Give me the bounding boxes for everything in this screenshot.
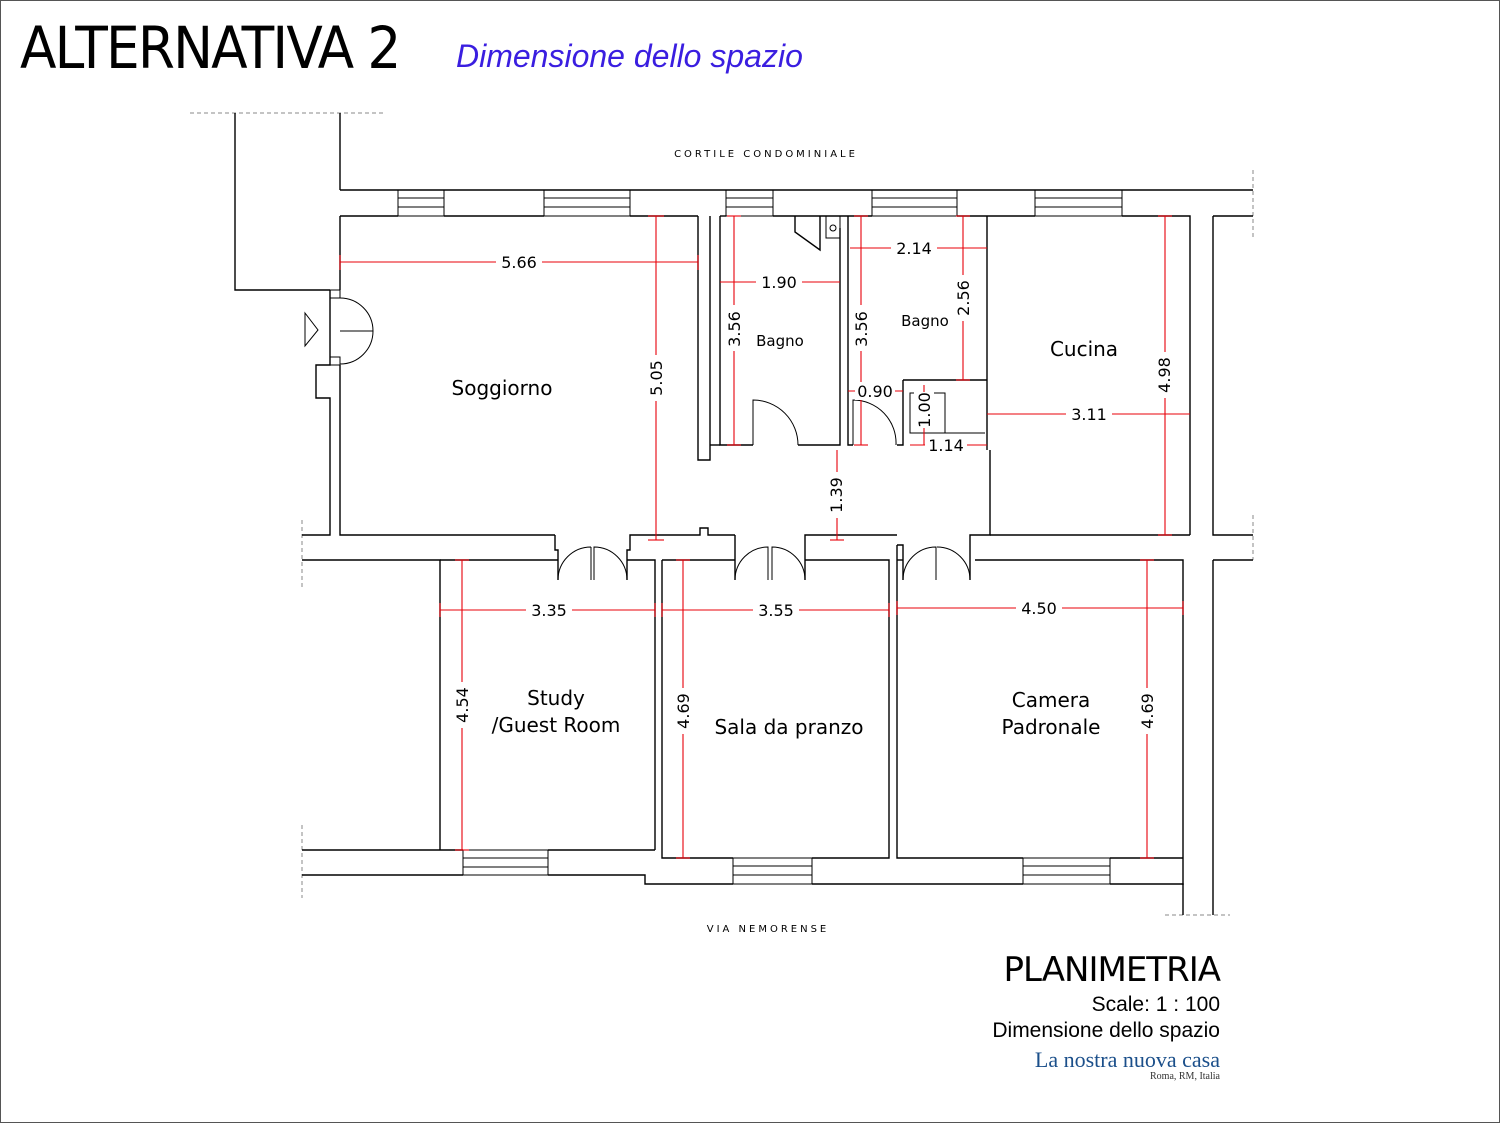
dim-sala-width: 3.55 bbox=[758, 601, 794, 620]
dim-bagno1-width: 1.90 bbox=[761, 273, 797, 292]
bottom-exterior-wall bbox=[302, 849, 1184, 915]
street-top-label: CORTILE CONDOMINIALE bbox=[674, 149, 858, 160]
entrance-door[interactable] bbox=[304, 297, 374, 365]
bagno-2-walls bbox=[794, 215, 988, 450]
left-exterior-wall bbox=[302, 289, 555, 536]
dim-cucina-width: 3.11 bbox=[1071, 405, 1107, 424]
dim-bagno2-width: 2.14 bbox=[896, 239, 932, 258]
bagno-1-walls bbox=[697, 216, 841, 461]
room-cucina: Cucina bbox=[1050, 337, 1118, 361]
entrance-annex bbox=[234, 113, 341, 291]
footer-plan-title: PLANIMETRIA bbox=[1003, 950, 1221, 990]
dim-closet-door: 0.90 bbox=[857, 382, 893, 401]
page-title: ALTERNATIVA 2 bbox=[20, 14, 401, 82]
room-bagno-1: Bagno bbox=[756, 332, 804, 350]
dim-bagno1-depth: 3.56 bbox=[725, 311, 744, 347]
dim-bagno2-depth: 3.56 bbox=[852, 311, 871, 347]
top-exterior-wall bbox=[339, 189, 1253, 536]
dim-closet-depth: 1.00 bbox=[915, 392, 934, 428]
dim-soggiorno-width: 5.66 bbox=[501, 253, 537, 272]
street-bottom-label: VIA NEMORENSE bbox=[707, 924, 830, 935]
dimension-labels: 5.66 5.05 1.90 3.56 3.56 2.14 2.56 0.90 … bbox=[452, 238, 1174, 734]
dim-bagno2-inner: 2.56 bbox=[954, 280, 973, 316]
room-sala: Sala da pranzo bbox=[714, 715, 863, 739]
dim-camera-depth: 4.69 bbox=[1138, 693, 1157, 729]
room-camera-line2: Padronale bbox=[1002, 715, 1101, 739]
dimension-lines bbox=[339, 215, 1190, 859]
room-camera-line1: Camera bbox=[1012, 688, 1091, 712]
dim-study-width: 3.35 bbox=[531, 601, 567, 620]
room-study-line1: Study bbox=[527, 686, 585, 710]
footer-location: Roma, RM, Italia bbox=[1150, 1071, 1220, 1082]
dim-sala-depth: 4.69 bbox=[674, 693, 693, 729]
dim-camera-width: 4.50 bbox=[1021, 599, 1057, 618]
footer-subtitle: Dimensione dello spazio bbox=[992, 1019, 1220, 1042]
dim-corridor: 1.39 bbox=[827, 477, 846, 513]
page-subtitle: Dimensione dello spazio bbox=[456, 38, 803, 74]
dim-cucina-depth: 4.98 bbox=[1155, 357, 1174, 393]
footer-scale: Scale: 1 : 100 bbox=[1091, 993, 1220, 1016]
interior-corridor-walls bbox=[302, 450, 1253, 915]
dim-closet-width: 1.14 bbox=[928, 436, 964, 455]
footer-brand: La nostra nuova casa bbox=[1034, 1047, 1220, 1072]
room-study-line2: /Guest Room bbox=[492, 713, 621, 737]
dim-study-depth: 4.54 bbox=[453, 687, 472, 723]
sala-walls bbox=[661, 559, 890, 885]
room-labels: Soggiorno Bagno Bagno Cucina Study /Gues… bbox=[452, 312, 1119, 739]
room-bagno-2: Bagno bbox=[901, 312, 949, 330]
room-soggiorno: Soggiorno bbox=[452, 376, 553, 400]
dim-soggiorno-depth: 5.05 bbox=[647, 360, 666, 396]
camera-walls bbox=[896, 545, 1183, 885]
